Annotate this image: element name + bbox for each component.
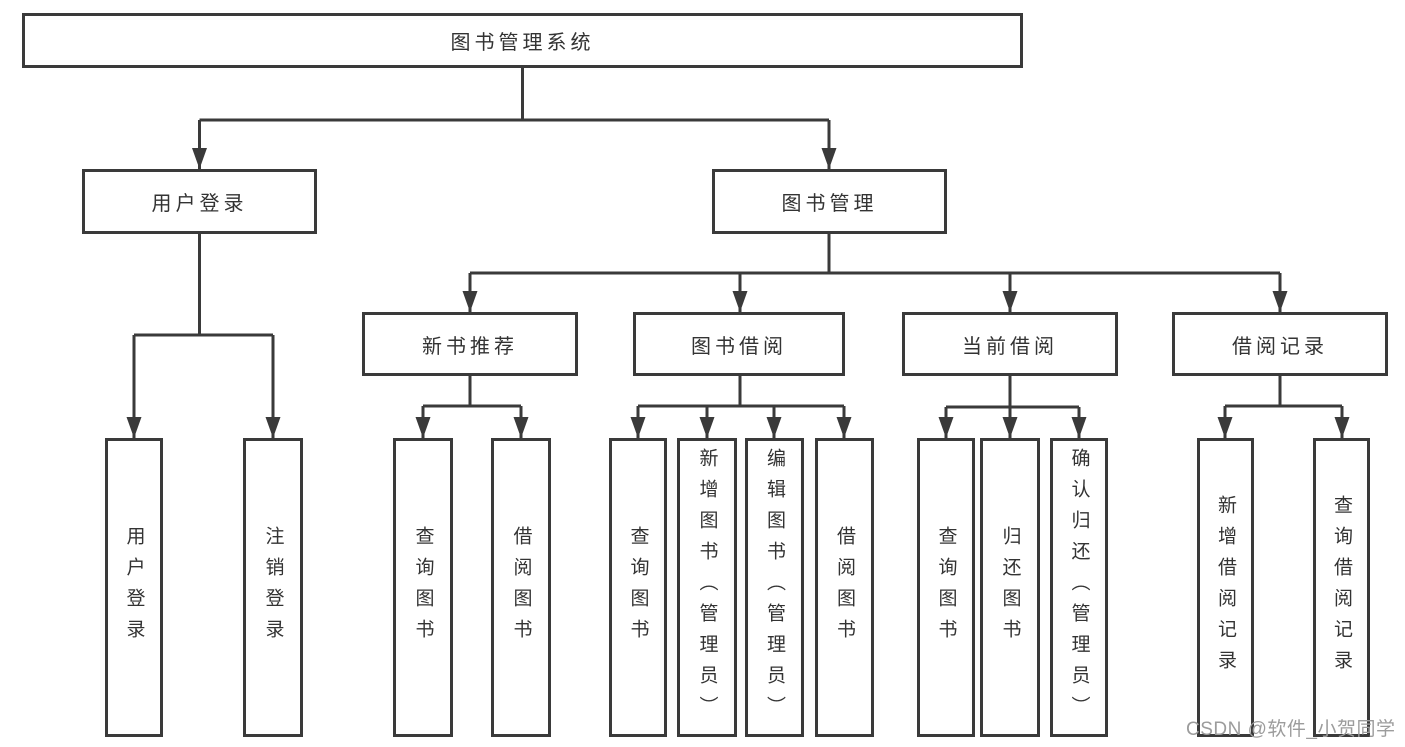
node-new-book-recommend: 新书推荐 — [362, 312, 578, 376]
node-current-borrow: 当前借阅 — [902, 312, 1118, 376]
leaf-query-borrow-record: 查询借阅记录 — [1313, 438, 1370, 737]
node-book-management: 图书管理 — [712, 169, 947, 234]
node-root-system: 图书管理系统 — [22, 13, 1023, 68]
leaf-add-books-admin-label: 新增图书（管理员） — [696, 448, 718, 727]
leaf-borrow-books: 借阅图书 — [815, 438, 874, 737]
leaf-current-query-books-label: 查询图书 — [935, 525, 957, 650]
leaf-add-books-admin: 新增图书（管理员） — [677, 438, 737, 737]
connector-book-management-fork — [470, 234, 1280, 275]
node-borrow-record-label: 借阅记录 — [1232, 335, 1328, 358]
connector-book-borrow-fork — [638, 376, 844, 408]
connector-current-borrow-fork — [946, 376, 1079, 409]
node-book-borrow-label: 图书借阅 — [691, 335, 787, 358]
connector-borrow-record-fork — [1225, 376, 1342, 408]
leaf-newbook-query-books: 查询图书 — [393, 438, 453, 737]
leaf-borrow-books-label: 借阅图书 — [834, 525, 855, 650]
node-user-login: 用户登录 — [82, 169, 317, 234]
leaf-borrow-query-books-label: 查询图书 — [627, 525, 649, 650]
leaf-logout: 注销登录 — [243, 438, 303, 737]
node-current-borrow-label: 当前借阅 — [962, 335, 1058, 358]
leaf-newbook-query-books-label: 查询图书 — [412, 525, 434, 650]
leaf-return-books-label: 归还图书 — [999, 525, 1021, 650]
leaf-newbook-borrow-books: 借阅图书 — [491, 438, 551, 737]
leaf-return-books: 归还图书 — [980, 438, 1040, 737]
leaf-query-borrow-record-label: 查询借阅记录 — [1331, 494, 1352, 681]
leaf-add-borrow-record-label: 新增借阅记录 — [1215, 494, 1236, 681]
leaf-edit-books-admin: 编辑图书（管理员） — [745, 438, 804, 737]
leaf-confirm-return-admin-label: 确认归还（管理员） — [1068, 448, 1090, 727]
node-borrow-record: 借阅记录 — [1172, 312, 1388, 376]
leaf-logout-label: 注销登录 — [262, 525, 284, 650]
node-book-management-label: 图书管理 — [781, 193, 878, 215]
leaf-user-login-label: 用户登录 — [123, 525, 145, 650]
leaf-borrow-query-books: 查询图书 — [609, 438, 667, 737]
node-user-login-label: 用户登录 — [151, 193, 248, 215]
leaf-add-borrow-record: 新增借阅记录 — [1197, 438, 1254, 737]
connector-user-login-fork — [134, 234, 273, 337]
leaf-user-login: 用户登录 — [105, 438, 163, 737]
leaf-edit-books-admin-label: 编辑图书（管理员） — [764, 448, 785, 727]
connector-root-fork — [199, 68, 829, 122]
node-new-book-recommend-label: 新书推荐 — [422, 335, 518, 358]
node-book-borrow: 图书借阅 — [633, 312, 845, 376]
connector-new-book-fork — [423, 376, 521, 408]
leaf-confirm-return-admin: 确认归还（管理员） — [1050, 438, 1108, 737]
leaf-current-query-books: 查询图书 — [917, 438, 975, 737]
csdn-watermark: CSDN @软件_小贺同学 — [1186, 719, 1396, 740]
node-root-system-label: 图书管理系统 — [450, 32, 595, 54]
leaf-newbook-borrow-books-label: 借阅图书 — [510, 525, 532, 650]
